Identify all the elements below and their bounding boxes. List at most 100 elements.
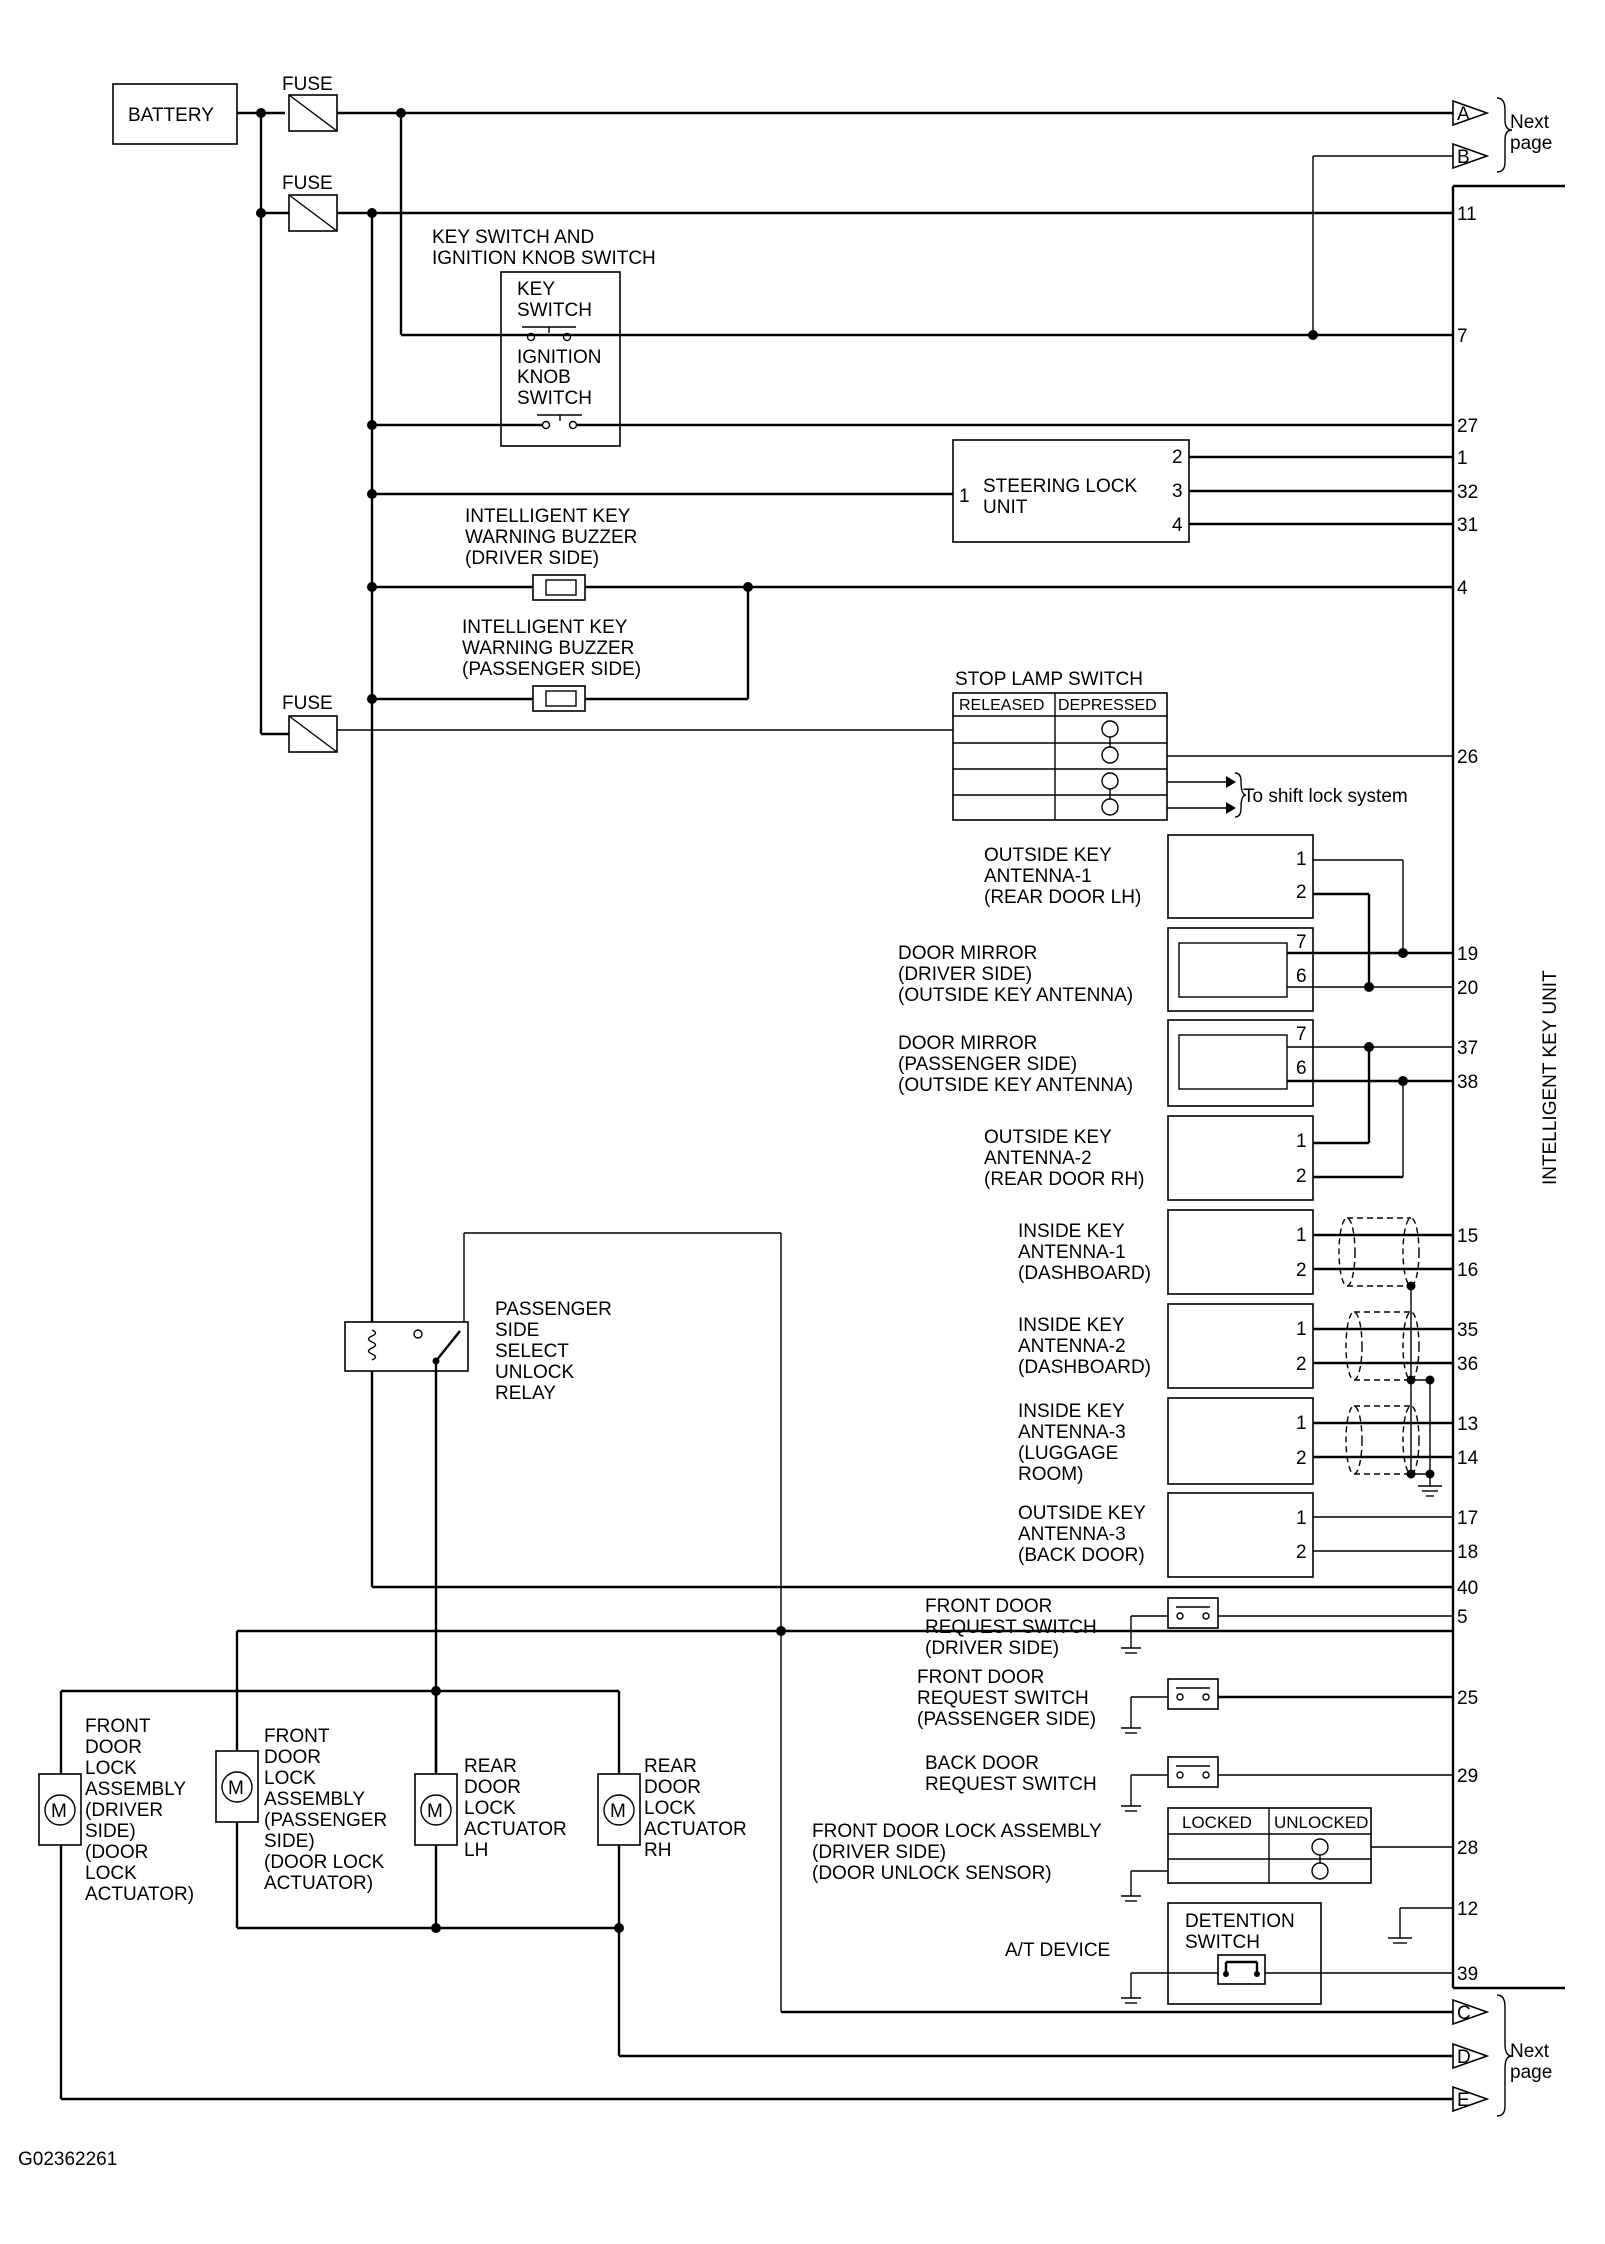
svg-text:(LUGGAGE: (LUGGAGE (1018, 1443, 1118, 1464)
svg-text:FRONT: FRONT (85, 1716, 151, 1737)
svg-text:INSIDE KEY: INSIDE KEY (1018, 1401, 1125, 1422)
svg-text:(DOOR: (DOOR (85, 1842, 148, 1863)
svg-text:(DOOR UNLOCK SENSOR): (DOOR UNLOCK SENSOR) (812, 1863, 1052, 1884)
svg-text:ACTUATOR): ACTUATOR) (85, 1884, 194, 1905)
unit-pin-7: 7 (1457, 326, 1468, 347)
unit-pin-labels: 1172713231426192037381516353613141718405… (1457, 204, 1479, 1985)
motor-icon: M (427, 1801, 443, 1822)
unit-pin-29: 29 (1457, 1766, 1478, 1787)
svg-text:RELEASED: RELEASED (959, 697, 1044, 714)
svg-text:1: 1 (1296, 849, 1307, 870)
svg-text:(PASSENGER: (PASSENGER (264, 1810, 387, 1831)
svg-text:UNLOCKED: UNLOCKED (1274, 1813, 1368, 1832)
connector-a: A (1452, 99, 1490, 127)
svg-text:LOCK: LOCK (464, 1798, 516, 1819)
svg-text:DOOR: DOOR (644, 1777, 701, 1798)
unit-pin-11: 11 (1457, 204, 1477, 225)
svg-text:2: 2 (1172, 447, 1183, 468)
svg-text:INTELLIGENT KEY: INTELLIGENT KEY (462, 617, 628, 638)
to-shift-lock-label: To shift lock system (1243, 786, 1408, 807)
svg-text:REAR: REAR (644, 1756, 697, 1777)
unit-pin-36: 36 (1457, 1354, 1478, 1375)
fuse-1: FUSE (282, 74, 338, 132)
svg-text:B: B (1457, 147, 1470, 168)
next-page-bottom-2: page (1510, 2062, 1552, 2083)
unit-pin-32: 32 (1457, 482, 1478, 503)
svg-text:IGNITION: IGNITION (517, 347, 601, 368)
unit-pin-26: 26 (1457, 747, 1478, 768)
svg-text:2: 2 (1296, 1354, 1307, 1375)
svg-text:(PASSENGER SIDE): (PASSENGER SIDE) (898, 1054, 1077, 1075)
svg-text:2: 2 (1296, 1166, 1307, 1187)
svg-text:KEY: KEY (517, 279, 555, 300)
svg-text:LH: LH (464, 1840, 488, 1861)
intelligent-key-unit: INTELLIGENT KEY UNIT (1451, 184, 1565, 1990)
key-switch-assembly: KEY SWITCH AND IGNITION KNOB SWITCH KEY … (432, 227, 656, 447)
unit-pin-31: 31 (1457, 515, 1478, 536)
svg-text:(REAR DOOR RH): (REAR DOOR RH) (984, 1169, 1144, 1190)
svg-text:SELECT: SELECT (495, 1341, 569, 1362)
svg-text:LOCK: LOCK (85, 1863, 137, 1884)
svg-text:INSIDE KEY: INSIDE KEY (1018, 1315, 1125, 1336)
fuse-3-label: FUSE (282, 693, 333, 714)
outside-key-antenna-2: OUTSIDE KEY ANTENNA-2 (REAR DOOR RH) 1 2 (984, 1115, 1314, 1201)
svg-text:7: 7 (1296, 932, 1307, 953)
svg-text:A: A (1457, 104, 1470, 125)
svg-text:1: 1 (1296, 1508, 1307, 1529)
svg-text:ANTENNA-1: ANTENNA-1 (1018, 1242, 1126, 1263)
unit-pin-1: 1 (1457, 448, 1468, 469)
svg-text:D: D (1457, 2047, 1471, 2068)
unit-pin-35: 35 (1457, 1320, 1478, 1341)
svg-text:ANTENNA-2: ANTENNA-2 (1018, 1336, 1126, 1357)
svg-text:1: 1 (1296, 1319, 1307, 1340)
svg-text:UNIT: UNIT (983, 497, 1028, 518)
svg-text:1: 1 (959, 486, 970, 507)
svg-text:ASSEMBLY: ASSEMBLY (264, 1789, 365, 1810)
actuator-driver: M FRONT DOOR LOCK ASSEMBLY (DRIVER SIDE)… (38, 1716, 194, 1905)
svg-text:INTELLIGENT KEY: INTELLIGENT KEY (465, 506, 631, 527)
svg-text:C: C (1457, 2003, 1471, 2024)
svg-text:2: 2 (1296, 882, 1307, 903)
svg-text:(DRIVER SIDE): (DRIVER SIDE) (465, 548, 599, 569)
svg-text:6: 6 (1296, 1058, 1307, 1079)
unit-pin-5: 5 (1457, 1607, 1468, 1628)
stop-lamp-switch: STOP LAMP SWITCH RELEASED DEPRESSED (952, 669, 1168, 821)
battery-label: BATTERY (128, 105, 214, 126)
connector-e: E (1452, 2085, 1490, 2113)
actuator-passenger: M FRONT DOOR LOCK ASSEMBLY (PASSENGER SI… (215, 1726, 387, 1894)
svg-text:ANTENNA-3: ANTENNA-3 (1018, 1422, 1126, 1443)
svg-text:ASSEMBLY: ASSEMBLY (85, 1779, 186, 1800)
svg-text:DOOR: DOOR (85, 1737, 142, 1758)
svg-text:(DRIVER SIDE): (DRIVER SIDE) (812, 1842, 946, 1863)
connector-d: D (1452, 2042, 1490, 2070)
unit-pin-19: 19 (1457, 944, 1478, 965)
unit-pin-13: 13 (1457, 1414, 1478, 1435)
unit-pin-18: 18 (1457, 1542, 1478, 1563)
front-door-request-passenger: FRONT DOOR REQUEST SWITCH (PASSENGER SID… (917, 1667, 1219, 1730)
battery-section: BATTERY (112, 83, 289, 736)
unit-pin-20: 20 (1457, 978, 1478, 999)
svg-text:INSIDE KEY: INSIDE KEY (1018, 1221, 1125, 1242)
inside-key-antenna-1: INSIDE KEY ANTENNA-1 (DASHBOARD) 1 2 (1018, 1209, 1314, 1295)
svg-text:1: 1 (1296, 1225, 1307, 1246)
svg-text:IGNITION KNOB SWITCH: IGNITION KNOB SWITCH (432, 248, 656, 269)
connector-b: B (1452, 142, 1490, 170)
inside-key-antenna-2: INSIDE KEY ANTENNA-2 (DASHBOARD) 1 2 (1018, 1303, 1314, 1389)
svg-text:OUTSIDE KEY: OUTSIDE KEY (984, 1127, 1112, 1148)
fuse-1-label: FUSE (282, 74, 333, 95)
svg-text:ACTUATOR: ACTUATOR (644, 1819, 747, 1840)
svg-text:REQUEST SWITCH: REQUEST SWITCH (925, 1774, 1097, 1795)
svg-text:ROOM): ROOM) (1018, 1464, 1083, 1485)
svg-text:OUTSIDE KEY: OUTSIDE KEY (1018, 1503, 1146, 1524)
svg-text:(PASSENGER SIDE): (PASSENGER SIDE) (917, 1709, 1096, 1730)
svg-text:E: E (1457, 2090, 1470, 2111)
back-door-request: BACK DOOR REQUEST SWITCH (925, 1753, 1219, 1795)
svg-text:WARNING BUZZER: WARNING BUZZER (462, 638, 634, 659)
svg-text:REQUEST SWITCH: REQUEST SWITCH (925, 1617, 1097, 1638)
svg-text:BACK DOOR: BACK DOOR (925, 1753, 1039, 1774)
next-page-top-1: Next (1510, 112, 1550, 133)
figure-id: G02362261 (18, 2149, 117, 2170)
connector-c: C (1452, 1998, 1490, 2026)
door-unlock-sensor: FRONT DOOR LOCK ASSEMBLY (DRIVER SIDE) (… (812, 1807, 1372, 1884)
unit-pin-15: 15 (1457, 1226, 1478, 1247)
